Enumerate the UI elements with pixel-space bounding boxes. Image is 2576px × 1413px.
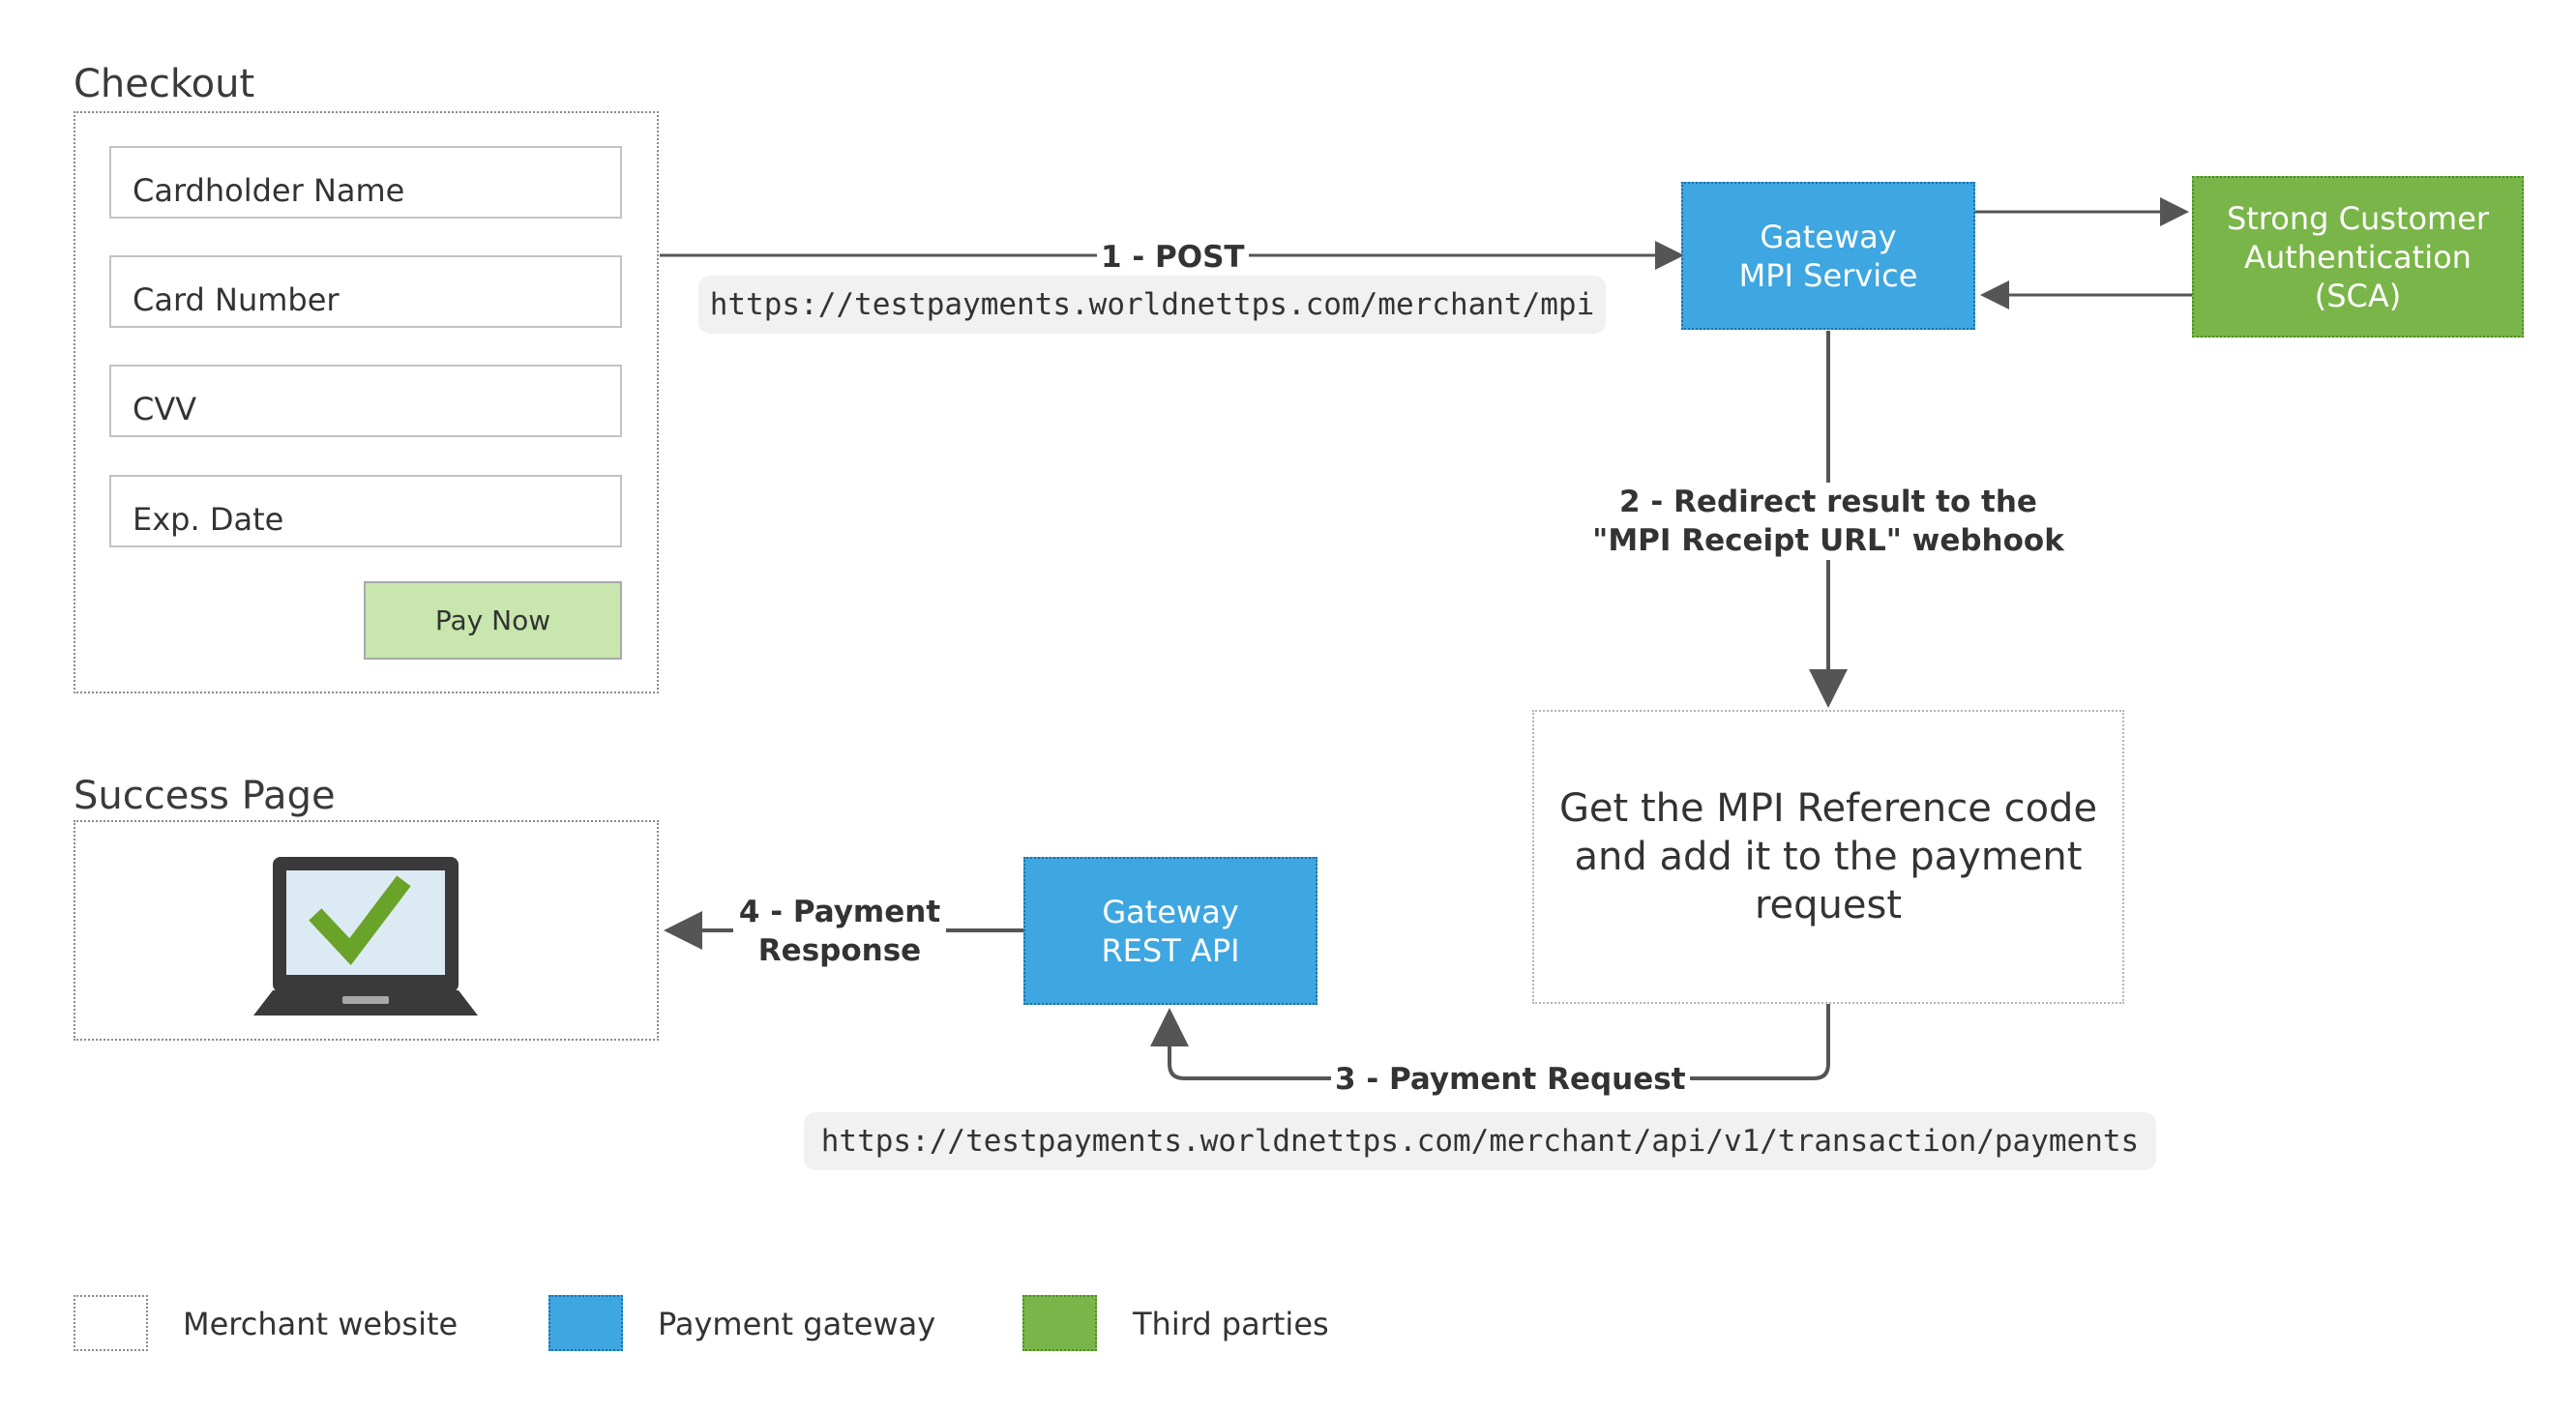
gateway-mpi-service-node: Gateway MPI Service [1681, 182, 1975, 330]
node-label: REST API [1101, 931, 1240, 969]
cvv-field[interactable]: CVV [109, 365, 622, 437]
node-label: Gateway [1102, 893, 1239, 930]
legend-label-gateway: Payment gateway [658, 1306, 936, 1342]
gateway-rest-api-node: Gateway REST API [1023, 857, 1318, 1005]
laptop-checkmark-icon [253, 857, 478, 1016]
edge-label-line: 4 - Payment [738, 895, 941, 929]
edge-label-line: 2 - Redirect result to the [1619, 485, 2037, 519]
node-label: Authentication [2244, 238, 2472, 276]
mpi-reference-step-node: Get the MPI Reference code and add it to… [1532, 710, 2124, 1004]
edge-label-line: Response [757, 933, 922, 968]
node-label: and add it to the payment [1574, 835, 2083, 879]
node-label: request [1754, 883, 1903, 927]
checkout-title: Checkout [74, 62, 255, 106]
legend-label-merchant: Merchant website [183, 1306, 459, 1342]
exp-date-field[interactable]: Exp. Date [109, 475, 622, 547]
mpi-url: https://testpayments.worldnettps.com/mer… [698, 276, 1606, 334]
card-number-field[interactable]: Card Number [109, 255, 622, 328]
node-label: Strong Customer [2226, 199, 2490, 237]
pay-now-button[interactable]: Pay Now [364, 581, 622, 660]
sca-node: Strong Customer Authentication (SCA) [2192, 176, 2524, 338]
success-title: Success Page [74, 774, 336, 818]
legend-swatch-merchant [74, 1295, 148, 1351]
node-label: Gateway [1760, 218, 1897, 255]
node-label: Get the MPI Reference code [1558, 786, 2098, 831]
checkout-panel [74, 111, 659, 693]
edge-label-line: "MPI Receipt URL" webhook [1592, 523, 2064, 558]
node-label: (SCA) [2314, 277, 2402, 314]
node-label: MPI Service [1738, 256, 1918, 294]
edge-label-step1: 1 - POST [1097, 238, 1249, 277]
legend-label-third-parties: Third parties [1133, 1306, 1329, 1342]
success-panel [74, 820, 659, 1041]
legend-swatch-third-parties [1022, 1295, 1097, 1351]
edge-label-step4: 4 - Payment Response [733, 893, 946, 970]
edge-label-step2: 2 - Redirect result to the "MPI Receipt … [1586, 483, 2070, 560]
payments-url: https://testpayments.worldnettps.com/mer… [804, 1112, 2156, 1170]
legend-swatch-gateway [548, 1295, 623, 1351]
cardholder-name-field[interactable]: Cardholder Name [109, 146, 622, 219]
edge-label-step3: 3 - Payment Request [1331, 1060, 1690, 1099]
